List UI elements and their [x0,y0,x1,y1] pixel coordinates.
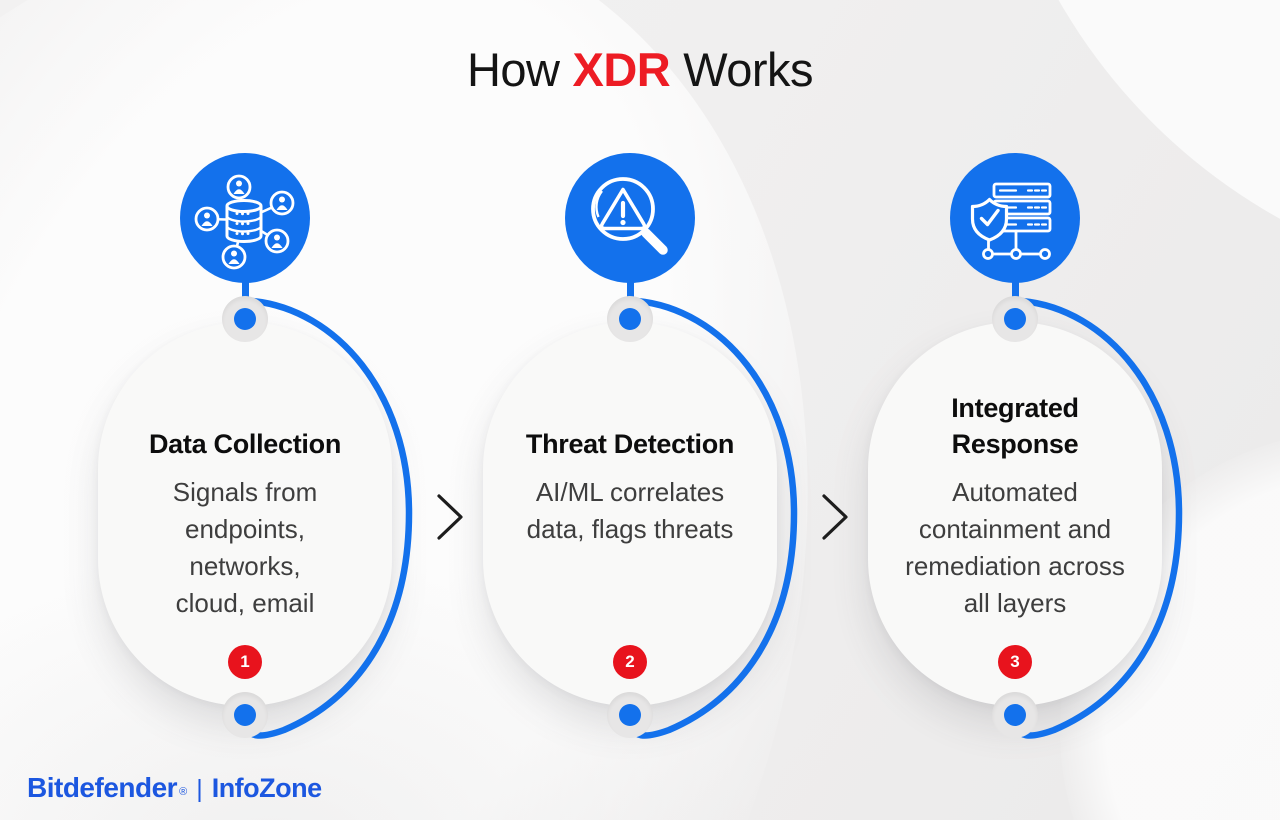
step-integrated-response: Integrated Response Automated containmen… [868,0,1162,780]
chevron-right-icon [822,494,848,540]
connector-dot [234,308,256,330]
connector-dot [234,704,256,726]
step-description: Automated containment and remediation ac… [905,477,1125,618]
step-description: AI/ML correlates data, flags threats [526,477,734,544]
title-prefix: How [466,43,560,96]
step-card: Integrated Response Automated containmen… [868,322,1162,706]
chevron-right-icon [437,494,463,540]
step-number-badge: 1 [228,645,262,679]
magnifier-warning-icon [565,153,695,283]
registered-mark: ® [179,786,188,798]
shield-server-icon [950,153,1080,283]
brand-separator: | [196,775,203,803]
title-highlight: XDR [572,43,671,96]
connector-dot [619,704,641,726]
step-number-badge: 3 [998,645,1032,679]
connector-dot [1004,704,1026,726]
brand-name: Bitdefender [27,772,178,803]
step-data-collection: Data Collection Signals from endpoints, … [98,0,392,780]
title-suffix: Works [683,43,814,96]
users-database-icon [180,153,310,283]
product-name: InfoZone [211,773,322,803]
step-number-badge: 2 [613,645,647,679]
step-description: Signals from endpoints, networks, cloud,… [172,477,318,618]
step-title: Threat Detection [525,429,735,459]
step-threat-detection: Threat Detection AI/ML correlates data, … [483,0,777,780]
step-card: Threat Detection AI/ML correlates data, … [483,322,777,706]
connector-dot [619,308,641,330]
brand-logo: Bitdefender ® | InfoZone [27,772,322,804]
connector-dot [1004,308,1026,330]
step-title: Data Collection [148,429,342,459]
step-title: Integrated Response [951,393,1079,459]
step-card: Data Collection Signals from endpoints, … [98,322,392,706]
